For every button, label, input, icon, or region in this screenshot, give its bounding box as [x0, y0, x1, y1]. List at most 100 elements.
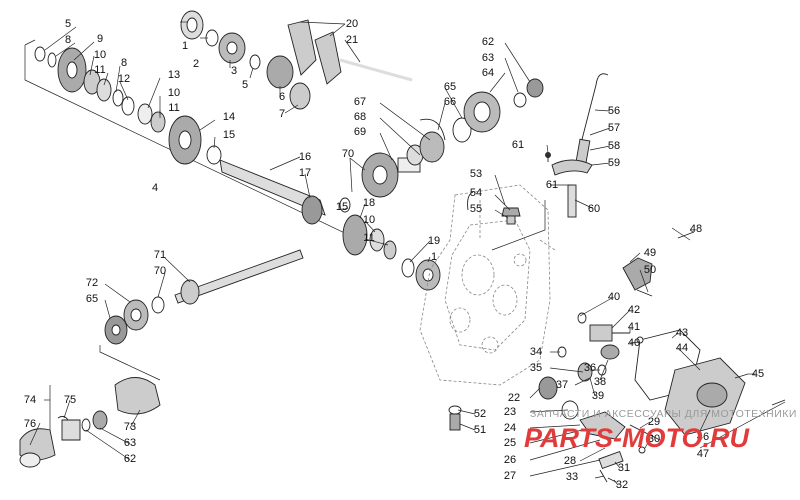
part-callout-75: 75	[64, 394, 76, 406]
part-callout-49: 49	[644, 247, 656, 259]
part-callout-67: 67	[354, 96, 366, 108]
bevel-gear-assembly	[361, 78, 544, 198]
part-callout-5: 5	[65, 18, 71, 30]
part-callout-40: 40	[608, 291, 620, 303]
part-callout-36: 36	[584, 362, 596, 374]
part-callout-58: 58	[608, 140, 620, 152]
part-callout-14: 14	[223, 111, 235, 123]
part-callout-21: 21	[346, 34, 358, 46]
part-callout-8: 8	[65, 34, 71, 46]
part-callout-62: 62	[482, 36, 494, 48]
part-callout-57: 57	[608, 122, 620, 134]
part-callout-10: 10	[168, 87, 180, 99]
part-callout-20: 20	[346, 18, 358, 30]
part-callout-47: 47	[697, 448, 709, 460]
part-callout-7: 7	[279, 108, 285, 120]
part-callout-43: 43	[676, 327, 688, 339]
part-callout-62: 62	[124, 453, 136, 465]
part-callout-76: 76	[24, 418, 36, 430]
part-callout-27: 27	[504, 470, 516, 482]
part-callout-33: 33	[566, 471, 578, 483]
part-callout-28: 28	[564, 455, 576, 467]
watermark-brand: PARTS-MOTO.RU	[524, 423, 751, 453]
part-callout-13: 13	[168, 69, 180, 81]
part-callout-24: 24	[504, 422, 516, 434]
part-callout-22: 22	[508, 392, 520, 404]
part-callout-65: 65	[444, 81, 456, 93]
part-callout-56: 56	[608, 105, 620, 117]
part-callout-6: 6	[279, 91, 285, 103]
part-callout-31: 31	[618, 462, 630, 474]
part-callout-73: 73	[124, 421, 136, 433]
part-callout-64: 64	[482, 67, 494, 79]
part-callout-48: 48	[690, 223, 702, 235]
watermark-tagline: ЗАПЧАСТИ И АКСЕССУАРЫ ДЛЯ МОТОТЕХНИКИ	[530, 408, 797, 420]
watermark: ЗАПЧАСТИ И АКСЕССУАРЫ ДЛЯ МОТОТЕХНИКИ PA…	[524, 408, 797, 453]
part-callout-39: 39	[592, 390, 604, 402]
part-callout-63: 63	[124, 437, 136, 449]
part-callout-44: 44	[676, 342, 688, 354]
part-callout-1: 1	[182, 40, 188, 52]
part-callout-35: 35	[530, 362, 542, 374]
part-callout-23: 23	[504, 406, 516, 418]
shift-linkage	[491, 73, 609, 251]
part-callout-5: 5	[242, 79, 248, 91]
part-callout-66: 66	[444, 96, 456, 108]
part-callout-18: 18	[363, 197, 375, 209]
part-callout-52: 52	[474, 408, 486, 420]
part-callout-74: 74	[24, 394, 36, 406]
leader-lines	[29, 21, 786, 486]
part-callout-38: 38	[594, 376, 606, 388]
part-callout-10: 10	[94, 49, 106, 61]
part-callout-12: 12	[118, 73, 130, 85]
part-callout-46: 46	[697, 431, 709, 443]
part-callout-42: 42	[628, 304, 640, 316]
part-callout-29: 29	[648, 416, 660, 428]
part-callout-1: 1	[431, 251, 437, 263]
part-callout-10: 10	[363, 214, 375, 226]
part-callout-72: 72	[86, 277, 98, 289]
part-callout-11: 11	[94, 64, 105, 76]
part-callout-45: 45	[752, 368, 764, 380]
part-callout-60: 60	[588, 203, 600, 215]
part-callout-30: 30	[648, 433, 660, 445]
part-callout-25: 25	[504, 437, 516, 449]
part-callout-65: 65	[86, 293, 98, 305]
drive-yoke-assembly	[19, 345, 161, 468]
part-callout-71: 71	[154, 249, 166, 261]
breather-fitting	[467, 191, 521, 225]
part-callout-63: 63	[482, 52, 494, 64]
part-callout-11: 11	[363, 232, 374, 244]
part-callout-16: 16	[299, 151, 311, 163]
part-callout-41: 41	[628, 321, 640, 333]
gear-stack-left	[34, 46, 441, 291]
part-callout-55: 55	[470, 203, 482, 215]
part-callout-70: 70	[342, 148, 354, 160]
part-callout-26: 26	[504, 454, 516, 466]
part-callout-3: 3	[231, 65, 237, 77]
output-shaft	[104, 249, 304, 345]
part-callout-53: 53	[470, 168, 482, 180]
right-cover-assembly	[448, 227, 786, 483]
part-callout-51: 51	[474, 424, 486, 436]
part-callout-32: 32	[616, 479, 628, 491]
part-callout-50: 50	[644, 264, 656, 276]
part-callout-40: 40	[628, 337, 640, 349]
part-callout-2: 2	[193, 58, 199, 70]
gear-stack-top	[180, 10, 413, 110]
part-callout-15: 15	[223, 129, 235, 141]
part-callout-59: 59	[608, 157, 620, 169]
part-callout-15: 15	[336, 201, 348, 213]
transmission-case	[419, 184, 556, 386]
part-callout-61: 61	[512, 139, 524, 151]
part-callout-8: 8	[121, 57, 127, 69]
part-callout-9: 9	[97, 33, 103, 45]
part-callout-17: 17	[299, 167, 311, 179]
part-callout-54: 54	[470, 187, 482, 199]
part-callout-34: 34	[530, 346, 542, 358]
part-callout-61: 61	[546, 179, 558, 191]
part-callout-68: 68	[354, 111, 366, 123]
part-callout-11: 11	[168, 102, 179, 114]
